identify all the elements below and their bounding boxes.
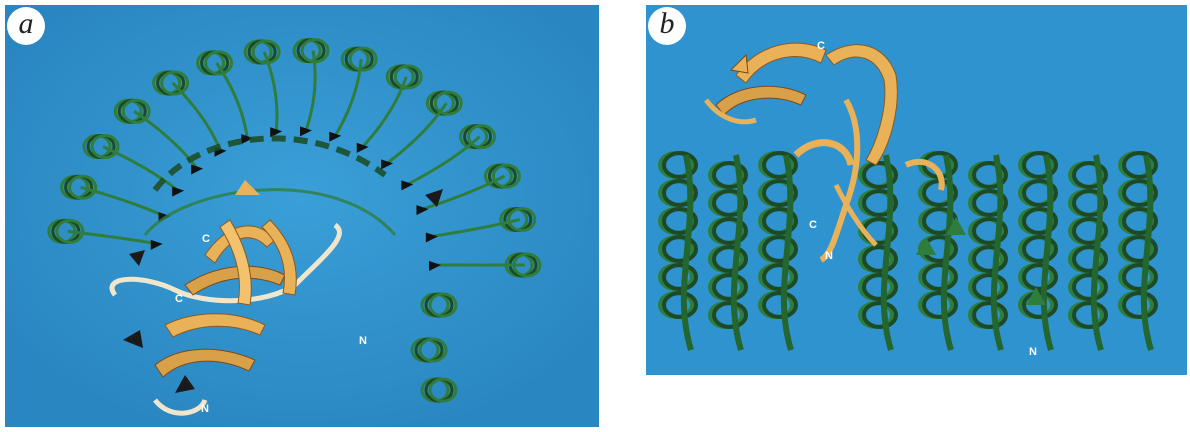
panel-a: a C C N N — [5, 5, 599, 427]
c-terminus-label: C — [817, 40, 825, 52]
n-terminus-label: N — [359, 335, 367, 347]
panel-label-a: a — [7, 7, 45, 45]
c-terminus-label: C — [175, 293, 183, 305]
c-terminus-label: C — [202, 233, 210, 245]
panel-label-b: b — [648, 7, 686, 45]
panel-b: b C C N N — [646, 5, 1187, 375]
horseshoe-protein-image — [5, 5, 599, 427]
n-terminus-label: N — [825, 250, 833, 262]
n-terminus-label: N — [1029, 346, 1037, 358]
n-terminus-label: N — [201, 403, 209, 415]
complex-side-view-image — [646, 5, 1187, 375]
c-terminus-label: C — [809, 219, 817, 231]
